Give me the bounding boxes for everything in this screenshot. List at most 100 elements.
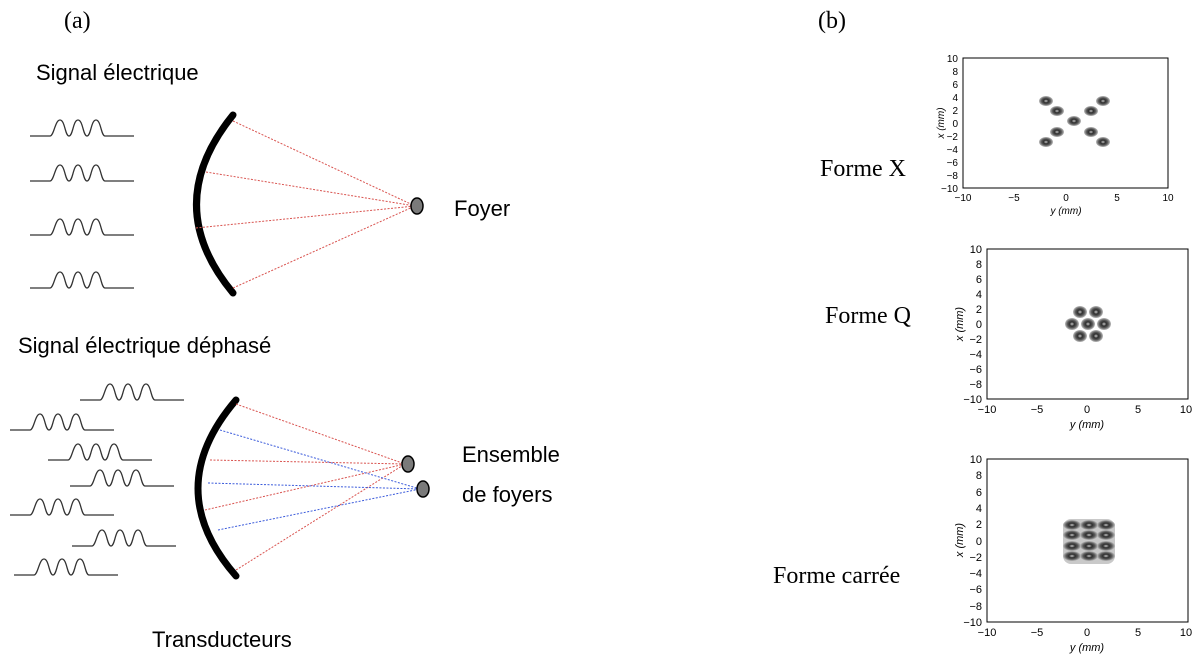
x-tick-label: 10 — [1162, 193, 1174, 204]
y-tick-label: −4 — [969, 568, 982, 580]
plot-frame — [962, 57, 1169, 189]
y-axis-label: x (mm) — [954, 307, 966, 343]
x-axis-label: y (mm) — [1069, 642, 1105, 654]
bottom-blue-rays — [207, 429, 421, 531]
focal-spot — [1096, 137, 1110, 147]
focal-spot — [1080, 541, 1098, 551]
y-tick-label: 10 — [947, 54, 959, 65]
focal-spot — [1097, 541, 1115, 551]
y-tick-label: 6 — [976, 487, 982, 499]
y-tick-label: 2 — [952, 106, 958, 117]
plot-forme-q: 10 8 6 4 2 0 −2 −4 −6 −8 −10 −10 −5 0 5 … — [954, 244, 1192, 431]
y-tick-label: −8 — [947, 171, 959, 182]
x-axis-label: y (mm) — [1049, 206, 1081, 217]
plot-2-name: Forme Q — [825, 303, 911, 329]
y-tick-label: −2 — [969, 334, 982, 346]
x-tick-label: −10 — [955, 193, 972, 204]
focus-point — [401, 455, 415, 473]
focal-spot — [1050, 127, 1064, 137]
y-tick-label: −2 — [947, 132, 959, 143]
bottom-diagram-title: Signal électrique déphasé — [18, 333, 272, 358]
focal-spot — [1080, 520, 1098, 530]
y-axis-label: x (mm) — [936, 107, 947, 139]
panel-a-label: (a) — [64, 8, 91, 34]
focal-spot — [1097, 318, 1111, 330]
plot-1-name: Forme X — [820, 156, 906, 182]
y-tick-label: 8 — [976, 470, 982, 482]
x-tick-label: 0 — [1063, 193, 1069, 204]
y-axis-label: x (mm) — [954, 523, 966, 559]
focal-spot — [1080, 530, 1098, 540]
focal-spot — [1084, 106, 1098, 116]
x-tick-label: −10 — [978, 404, 997, 416]
y-tick-labels: 10 8 6 4 2 0 −2 −4 −6 −8 −10 — [963, 454, 982, 629]
focal-spot — [1067, 116, 1081, 126]
y-tick-label: 10 — [970, 244, 982, 256]
focal-spot — [1097, 530, 1115, 540]
focal-spots — [1039, 96, 1110, 147]
focal-spot — [1097, 520, 1115, 530]
focus-point — [410, 197, 424, 215]
y-tick-label: 0 — [952, 119, 958, 130]
plot-forme-carree: 10 8 6 4 2 0 −2 −4 −6 −8 −10 −10 −5 0 5 … — [954, 454, 1192, 654]
x-tick-label: 10 — [1180, 404, 1192, 416]
y-tick-label: 4 — [952, 93, 958, 104]
focal-spot — [1089, 306, 1103, 318]
x-tick-label: 5 — [1114, 193, 1120, 204]
foci-set-label-line2: de foyers — [462, 482, 553, 507]
focal-spot — [1096, 96, 1110, 106]
y-tick-label: −4 — [947, 145, 959, 156]
y-tick-label: 0 — [976, 319, 982, 331]
focus-point — [416, 480, 430, 498]
focal-spot — [1063, 530, 1081, 540]
focal-spot — [1039, 96, 1053, 106]
top-diagram-title: Signal électrique — [36, 60, 199, 85]
focal-spot — [1097, 551, 1115, 561]
y-tick-label: −10 — [941, 184, 958, 195]
focal-spot — [1073, 330, 1087, 342]
y-tick-label: 8 — [952, 67, 958, 78]
y-tick-label: 4 — [976, 503, 982, 515]
plot-3-name: Forme carrée — [773, 563, 901, 589]
x-tick-label: −5 — [1008, 193, 1020, 204]
focal-spot — [1039, 137, 1053, 147]
y-tick-label: −6 — [969, 364, 982, 376]
x-tick-label: 0 — [1084, 404, 1090, 416]
focal-spot — [1080, 551, 1098, 561]
top-focus-rays — [195, 120, 416, 289]
focal-spot — [1063, 541, 1081, 551]
y-tick-label: 10 — [970, 454, 982, 466]
x-axis-label: y (mm) — [1069, 419, 1105, 431]
y-tick-label: 6 — [952, 80, 958, 91]
focal-spot — [1063, 520, 1081, 530]
focal-spot — [1063, 551, 1081, 561]
x-tick-label: 10 — [1180, 627, 1192, 639]
x-tick-labels: −10 −5 0 5 10 — [955, 193, 1174, 204]
bottom-red-rays — [204, 403, 406, 571]
y-tick-label: −10 — [963, 394, 982, 406]
y-tick-label: 8 — [976, 259, 982, 271]
y-tick-label: −10 — [963, 617, 982, 629]
focus-label: Foyer — [454, 196, 511, 221]
foci-set-label-line1: Ensemble — [462, 442, 560, 467]
y-tick-label: −6 — [969, 584, 982, 596]
y-tick-label: 6 — [976, 274, 982, 286]
x-tick-label: −5 — [1031, 627, 1044, 639]
focal-spot — [1065, 318, 1079, 330]
y-tick-label: −6 — [947, 158, 959, 169]
focal-spot — [1073, 306, 1087, 318]
y-tick-label: −2 — [969, 552, 982, 564]
plot-forme-x: 10 8 6 4 2 0 −2 −4 −6 −8 −10 −10 −5 0 5 … — [936, 54, 1174, 217]
panel-b-label: (b) — [818, 8, 846, 34]
y-tick-labels: 10 8 6 4 2 0 −2 −4 −6 −8 −10 — [963, 244, 982, 406]
x-tick-labels: −10 −5 0 5 10 — [978, 627, 1192, 639]
focal-spot — [1050, 106, 1064, 116]
focal-spot — [1089, 330, 1103, 342]
bottom-transducer-arc — [194, 396, 240, 580]
x-tick-label: −10 — [978, 627, 997, 639]
y-tick-label: 4 — [976, 289, 982, 301]
y-tick-label: −8 — [969, 379, 982, 391]
top-transducer-arc — [193, 111, 237, 297]
